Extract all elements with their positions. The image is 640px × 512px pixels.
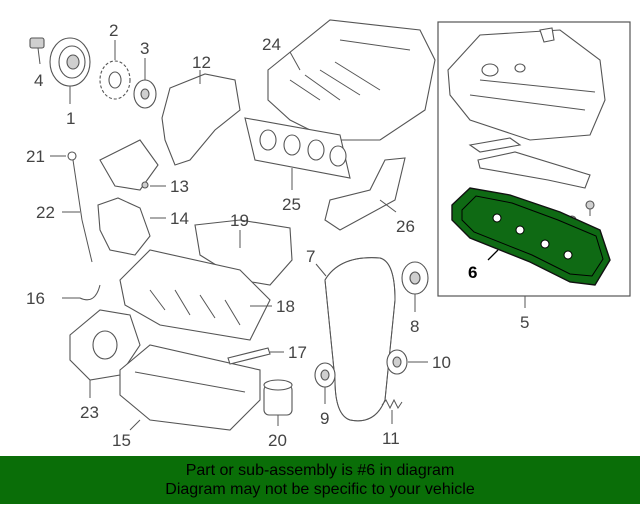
callout-20: 20 (268, 431, 287, 450)
callout-25: 25 (282, 195, 301, 214)
part-11-spring (381, 398, 403, 424)
callout-26: 26 (396, 217, 415, 236)
callout-24: 24 (262, 35, 281, 54)
part-5-valve-cover-assembly (437, 21, 631, 297)
part-2-sprocket (99, 40, 131, 100)
callout-13: 13 (170, 177, 189, 196)
part-26-belt-cover (324, 157, 406, 231)
part-25-manifold-gasket (244, 117, 351, 190)
callout-18: 18 (276, 297, 295, 316)
banner-line-2: Diagram may not be specific to your vehi… (165, 481, 475, 498)
part-4-bolt (29, 37, 45, 65)
part-14-timing-cover-lower (97, 197, 166, 256)
part-18-oil-pan-upper (119, 249, 272, 341)
info-banner: Part or sub-assembly is #6 in diagram Di… (0, 456, 640, 504)
callout-16: 16 (26, 289, 45, 308)
part-19-baffle (194, 219, 293, 286)
callout-12: 12 (192, 53, 211, 72)
callout-9: 9 (320, 409, 329, 428)
part-21-dipstick (50, 151, 77, 161)
callout-7: 7 (306, 247, 315, 266)
callout-4: 4 (34, 71, 43, 90)
callout-22: 22 (36, 203, 55, 222)
callout-14: 14 (170, 209, 189, 228)
part-24-intake-manifold (267, 19, 436, 141)
callout-10: 10 (432, 353, 451, 372)
callout-23: 23 (80, 403, 99, 422)
part-9-pulley (314, 362, 336, 404)
part-16-hose (62, 284, 101, 301)
banner-line-1: Part or sub-assembly is #6 in diagram (185, 462, 455, 479)
part-12-timing-cover (161, 70, 241, 166)
parts-diagram: 4 1 2 3 12 24 25 (26, 19, 631, 450)
callout-5: 5 (520, 313, 529, 332)
part-17-gasket (227, 347, 284, 365)
part-22-dipstick-tube (62, 159, 93, 263)
part-20-oil-filter (263, 379, 293, 426)
part-10-tensioner (386, 349, 428, 375)
part-3-washer (133, 58, 157, 109)
part-6-valve-cover-gasket (451, 187, 611, 286)
callout-19: 19 (230, 211, 249, 230)
callout-1: 1 (66, 109, 75, 128)
part-23-oil-pump (69, 309, 141, 398)
callout-6: 6 (468, 263, 477, 282)
part-7-timing-belt (315, 257, 396, 422)
callout-21: 21 (26, 147, 45, 166)
callout-2: 2 (109, 21, 118, 40)
callout-15: 15 (112, 431, 131, 450)
callout-17: 17 (288, 343, 307, 362)
part-15-oil-pan (119, 344, 261, 431)
callout-11: 11 (382, 429, 400, 448)
part-1-crank-pulley (49, 37, 91, 104)
part-8-idler-pulley (401, 261, 429, 312)
part-13-timing-cover-upper (99, 139, 166, 191)
callout-8: 8 (410, 317, 419, 336)
callout-3: 3 (140, 39, 149, 58)
